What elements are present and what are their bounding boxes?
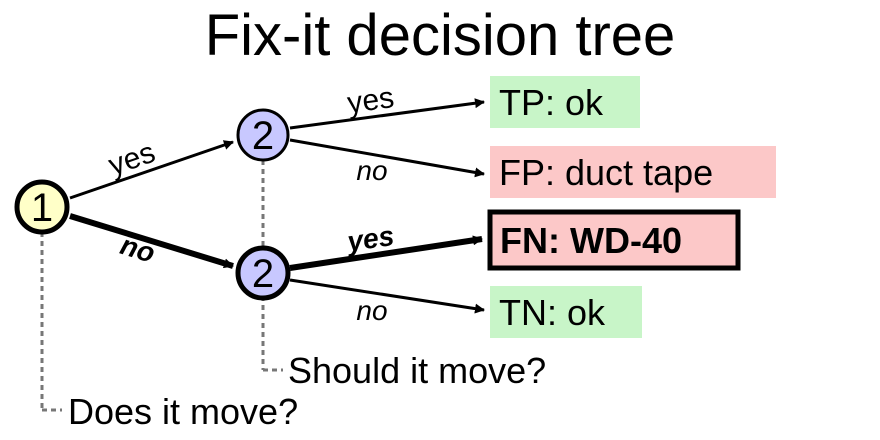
leaf-tn-label: TN: ok	[499, 292, 606, 333]
edge-root-no	[69, 213, 234, 269]
node-upper: 2	[236, 108, 290, 162]
node-lower-circle	[235, 245, 291, 301]
question-does-it-move: Does it move?	[68, 391, 298, 432]
node-upper-circle	[236, 108, 290, 162]
question-should-it-move: Should it move?	[288, 350, 546, 391]
edge-lower-yes	[289, 235, 483, 271]
edge-label-upper-yes: yes	[345, 81, 396, 120]
leaf-tp-box	[490, 76, 640, 128]
edge-upper-yes	[289, 98, 485, 130]
leaf-fp: FP: duct tape	[490, 146, 776, 198]
leaf-fn: FN: WD-40	[487, 209, 741, 271]
edge-label-upper-no: no	[356, 155, 387, 186]
edge-label-root-no: no	[117, 229, 159, 269]
node-upper-label: 2	[252, 114, 274, 158]
node-lower: 2	[235, 245, 291, 301]
edge-lower-no	[289, 278, 485, 314]
leaf-tp-label: TP: ok	[499, 82, 604, 123]
leaf-tp: TP: ok	[490, 76, 640, 128]
edge-upper-no	[289, 138, 485, 178]
leaf-tn-box	[490, 286, 642, 338]
edge-label-lower-no: no	[356, 295, 387, 326]
leaf-tn: TN: ok	[490, 286, 642, 338]
edge-label-lower-yes: yes	[343, 220, 396, 257]
leaf-fp-label: FP: duct tape	[499, 152, 713, 193]
edge-label-root-yes: yes	[104, 136, 159, 182]
leaf-fn-label: FN: WD-40	[500, 220, 682, 261]
diagram-title: Fix-it decision tree	[205, 3, 676, 68]
node-root: 1	[14, 179, 70, 235]
leaf-fn-box	[487, 209, 741, 271]
node-lower-label: 2	[252, 252, 274, 296]
edge-root-yes	[69, 140, 234, 200]
leaf-fp-box	[490, 146, 776, 198]
node-root-circle	[14, 179, 70, 235]
node-root-label: 1	[31, 186, 53, 230]
